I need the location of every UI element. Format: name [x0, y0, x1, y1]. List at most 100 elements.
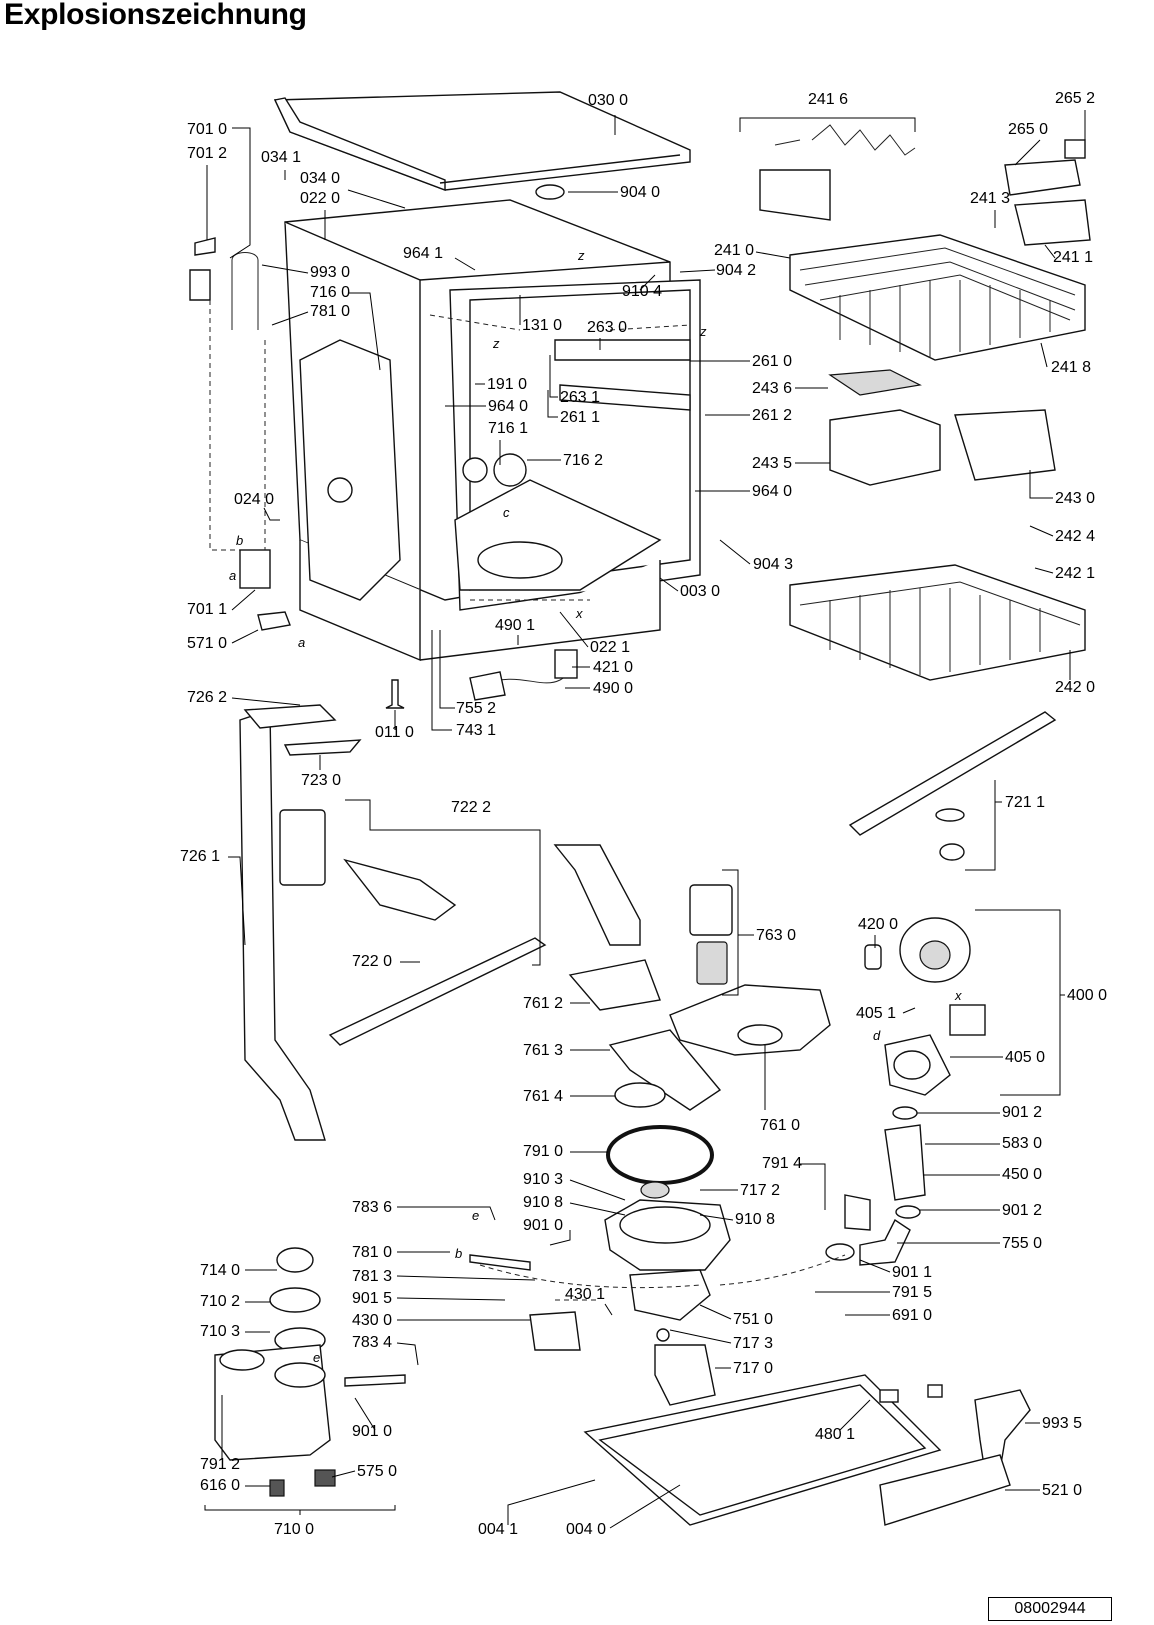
connection-lines: [209, 300, 846, 1301]
leader-743-1: [431, 630, 452, 731]
leader-701-1: [231, 589, 256, 611]
callout-421-0: 421 0: [593, 659, 633, 676]
callout-717-2: 717 2: [740, 1182, 780, 1199]
leader-242-1: [1034, 567, 1054, 574]
callout-243-5: 243 5: [752, 455, 792, 472]
callout-755-2: 755 2: [456, 700, 496, 717]
valve-fitting-part: [344, 1374, 406, 1387]
circulation-pump-part: [864, 917, 986, 1096]
spray-arm-feed-part: [343, 858, 457, 921]
callout-716-2: 716 2: [563, 452, 603, 469]
callout-904-2: 904 2: [716, 262, 756, 279]
sump-seal-ring-part: [606, 1125, 714, 1185]
leader-405-1: [902, 1007, 916, 1014]
callout-761-4: 761 4: [523, 1088, 563, 1105]
drawing-number-box: 08002944: [988, 1597, 1112, 1621]
mains-plug-part: [554, 649, 578, 679]
leader-717-3: [669, 1329, 732, 1344]
callout-781-0: 781 0: [310, 303, 350, 320]
leader-430-1: [604, 1303, 613, 1316]
callout-901-2a: 901 2: [1002, 1104, 1042, 1121]
leader-024-0: [263, 507, 280, 521]
connection-letter-a1: a: [229, 568, 236, 583]
upper-spray-arm-part: [848, 711, 1057, 861]
leader-004-1: [507, 1479, 596, 1525]
leader-480-1: [839, 1399, 871, 1431]
connection-letter-x1: x: [575, 606, 583, 621]
callout-781-3: 781 3: [352, 1268, 392, 1285]
salt-funnel-part: [974, 1389, 1031, 1473]
part-illustrations: [189, 91, 1091, 1526]
cable-plug-part: [927, 1384, 943, 1398]
air-duct-part: [553, 844, 641, 946]
callout-242-4: 242 4: [1055, 528, 1095, 545]
callout-743-1: 743 1: [456, 722, 496, 739]
leader-242-4: [1029, 525, 1054, 537]
leader-901-0a: [549, 1230, 571, 1246]
leader-003-0: [659, 577, 679, 592]
callout-490-1: 490 1: [495, 617, 535, 634]
leader-726-1: [228, 856, 246, 946]
callout-004-0: 004 0: [566, 1521, 606, 1538]
lower-rack-part: [789, 564, 1086, 681]
connection-letter-e2: e: [313, 1350, 320, 1365]
callout-263-1: 263 1: [560, 389, 600, 406]
callout-964-0b: 964 0: [752, 483, 792, 500]
spray-arm-mount-part: [283, 739, 362, 756]
callout-751-0: 751 0: [733, 1311, 773, 1328]
callout-710-2: 710 2: [200, 1293, 240, 1310]
micro-filter-hole-part: [737, 1024, 783, 1046]
leader-241-0: [755, 251, 791, 259]
connection-letter-a2: a: [298, 635, 305, 650]
connection-letter-z2: z: [699, 324, 707, 339]
aquastop-part: [189, 237, 291, 631]
drain-pump-part: [654, 1328, 716, 1406]
leader-701-0: [229, 127, 251, 259]
leader-964-1: [454, 257, 476, 271]
connection-letter-d: d: [873, 1028, 881, 1043]
callout-030-0: 030 0: [588, 92, 628, 109]
callout-024-0: 024 0: [234, 491, 274, 508]
callout-710-0: 710 0: [274, 1521, 314, 1538]
water-supply-pipe-part: [239, 704, 337, 1141]
connection-letter-b1: b: [236, 533, 243, 548]
callout-575-0: 575 0: [357, 1463, 397, 1480]
leader-783-4: [396, 1342, 419, 1366]
callout-583-0: 583 0: [1002, 1135, 1042, 1152]
callout-265-0: 265 0: [1008, 121, 1048, 138]
callout-901-5: 901 5: [352, 1290, 392, 1307]
water-distributor-part: [279, 809, 326, 886]
callout-420-0: 420 0: [858, 916, 898, 933]
callout-964-1: 964 1: [403, 245, 443, 262]
leader-781-0: [271, 311, 309, 326]
callout-004-1: 004 1: [478, 1521, 518, 1538]
callout-242-0: 242 0: [1055, 679, 1095, 696]
top-cover-part: [273, 91, 691, 192]
sump-cover-part: [568, 959, 661, 1011]
callout-241-3: 241 3: [970, 190, 1010, 207]
callout-242-1: 242 1: [1055, 565, 1095, 582]
leader-261-1: [547, 390, 558, 418]
sump-gasket-part: [614, 1082, 666, 1108]
leader-901-5: [396, 1297, 506, 1301]
kick-plate-part: [879, 1454, 1011, 1526]
group-brackets: [204, 117, 1061, 1511]
knife-shelf-part: [1004, 159, 1081, 196]
callout-901-2b: 901 2: [1002, 1202, 1042, 1219]
callout-480-1: 480 1: [815, 1426, 855, 1443]
callout-616-0: 616 0: [200, 1477, 240, 1494]
micro-filter-part: [669, 984, 831, 1056]
callout-763-0: 763 0: [756, 927, 796, 944]
callout-723-0: 723 0: [301, 772, 341, 789]
callout-430-0: 430 0: [352, 1312, 392, 1329]
callout-781-0b: 781 0: [352, 1244, 392, 1261]
connection-letter-c: c: [503, 505, 510, 520]
callout-265-2: 265 2: [1055, 90, 1095, 107]
connection-letter-x2: x: [954, 988, 962, 1003]
callout-722-2: 722 2: [451, 799, 491, 816]
callout-022-1: 022 1: [590, 639, 630, 656]
callout-964-0a: 964 0: [488, 398, 528, 415]
callout-910-8b: 910 8: [735, 1211, 775, 1228]
callout-791-5: 791 5: [892, 1284, 932, 1301]
callout-901-0a: 901 0: [523, 1217, 563, 1234]
